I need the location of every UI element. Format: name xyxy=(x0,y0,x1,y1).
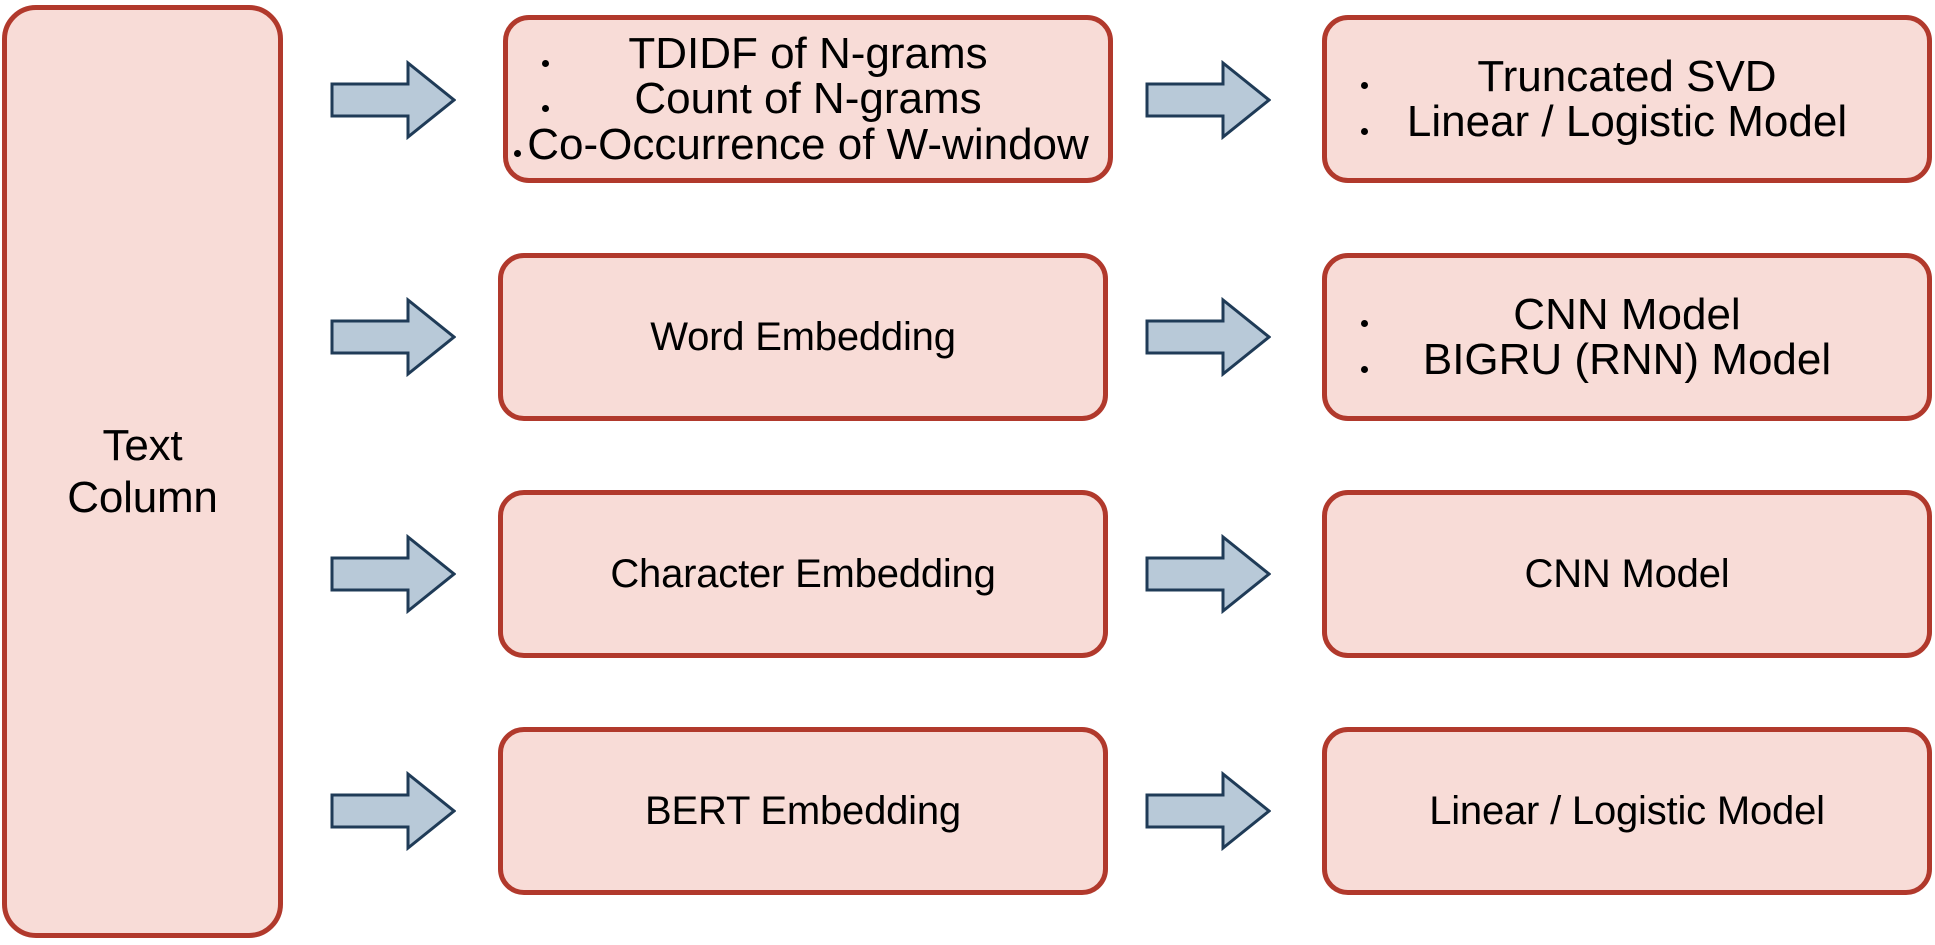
source-box-label: Text Column xyxy=(67,421,218,522)
right-block-arrow-icon xyxy=(1145,60,1271,140)
feature-box-row-3[interactable]: Character Embedding xyxy=(498,490,1108,658)
feature-list-row-1: TDIDF of N-grams Count of N-grams Co-Occ… xyxy=(508,31,1108,167)
list-item-label: CNN Model xyxy=(1513,289,1741,339)
model-box-row-2[interactable]: CNN Model BIGRU (RNN) Model xyxy=(1322,253,1932,421)
model-box-row-3-label: CNN Model xyxy=(1524,551,1730,596)
list-item: Count of N-grams xyxy=(508,74,1108,124)
list-item-label: Co-Occurrence of W-window xyxy=(527,119,1089,169)
bullet-dot-icon xyxy=(1361,127,1368,135)
bullet-dot-icon xyxy=(1361,82,1368,90)
right-block-arrow-icon xyxy=(330,60,456,140)
feature-box-row-2-label: Word Embedding xyxy=(650,314,956,359)
model-list-row-1: Truncated SVD Linear / Logistic Model xyxy=(1327,51,1927,144)
model-box-row-1[interactable]: Truncated SVD Linear / Logistic Model xyxy=(1322,15,1932,183)
right-block-arrow-icon xyxy=(330,297,456,377)
list-item-label: Linear / Logistic Model xyxy=(1406,97,1848,146)
bullet-dot-icon xyxy=(514,150,521,158)
list-item-label: BIGRU (RNN) Model xyxy=(1422,335,1832,384)
feature-box-row-3-label: Character Embedding xyxy=(610,551,996,596)
feature-box-row-4-label: BERT Embedding xyxy=(645,788,961,833)
list-item-label: Count of N-grams xyxy=(634,74,982,124)
list-item: BIGRU (RNN) Model xyxy=(1327,337,1927,382)
list-item: TDIDF of N-grams xyxy=(508,31,1108,76)
list-item: Co-Occurrence of W-window xyxy=(508,119,1108,169)
right-block-arrow-icon xyxy=(1145,534,1271,614)
model-list-row-2: CNN Model BIGRU (RNN) Model xyxy=(1327,289,1927,382)
model-box-row-4[interactable]: Linear / Logistic Model xyxy=(1322,727,1932,895)
source-box-text-column[interactable]: Text Column xyxy=(2,5,283,938)
bullet-dot-icon xyxy=(542,59,549,67)
list-item: CNN Model xyxy=(1327,289,1927,339)
list-item-label: Truncated SVD xyxy=(1477,51,1777,101)
bullet-dot-icon xyxy=(542,104,549,112)
bullet-dot-icon xyxy=(1361,320,1368,328)
feature-box-row-4[interactable]: BERT Embedding xyxy=(498,727,1108,895)
right-block-arrow-icon xyxy=(1145,297,1271,377)
list-item: Truncated SVD xyxy=(1327,51,1927,101)
feature-box-row-1[interactable]: TDIDF of N-grams Count of N-grams Co-Occ… xyxy=(503,15,1113,183)
list-item-label: TDIDF of N-grams xyxy=(628,29,988,79)
model-box-row-3[interactable]: CNN Model xyxy=(1322,490,1932,658)
right-block-arrow-icon xyxy=(330,534,456,614)
right-block-arrow-icon xyxy=(1145,771,1271,851)
model-box-row-4-label: Linear / Logistic Model xyxy=(1429,788,1825,833)
right-block-arrow-icon xyxy=(330,771,456,851)
feature-box-row-2[interactable]: Word Embedding xyxy=(498,253,1108,421)
list-item: Linear / Logistic Model xyxy=(1327,99,1927,144)
bullet-dot-icon xyxy=(1361,365,1368,373)
